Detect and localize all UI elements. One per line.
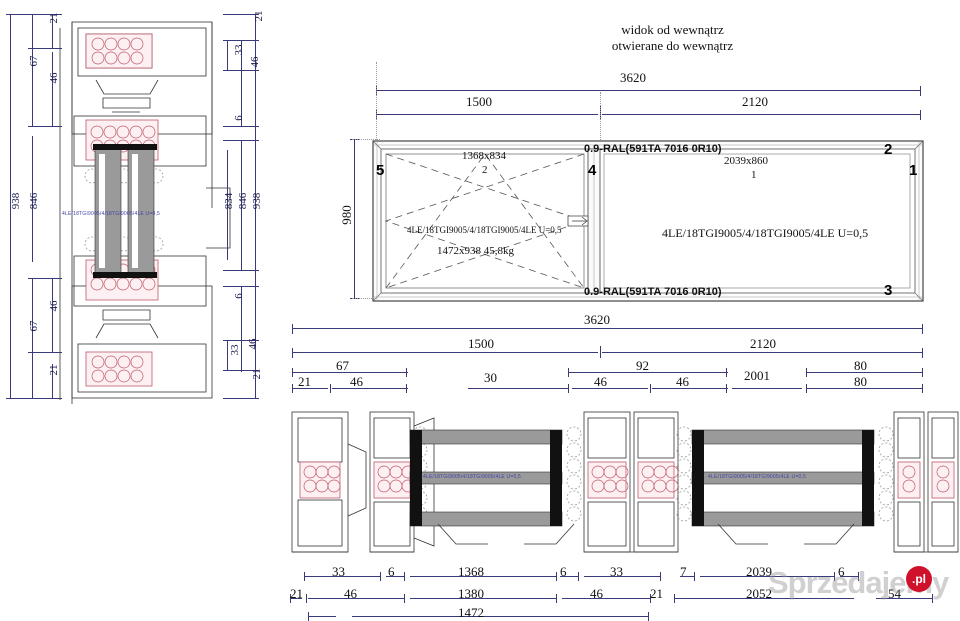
- right-dim-33-top: 33: [233, 44, 245, 56]
- dim-2120-bottom: 2120: [750, 336, 776, 351]
- dim-80-upper: 80: [854, 358, 867, 373]
- bottom-section-glass-spec-right: 4LE/18TGI9005/4/18TGI9005/4LE U=0,5: [708, 474, 807, 480]
- bs-dim-7: 7: [680, 564, 687, 579]
- frame-marker-3: 3: [884, 282, 893, 299]
- bottom-section-dim-chain: 33 6 1368 6 33 7 2039 6 21 46 1380 46 21…: [288, 562, 960, 621]
- dim-30: 30: [484, 370, 497, 385]
- right-dim-834: 834: [223, 192, 235, 210]
- left-section-profile-svg: [59, 21, 231, 404]
- title-line-2: otwierane do wewnątrz: [611, 38, 734, 53]
- bs-dim-2052: 2052: [746, 586, 772, 601]
- title-line-1: widok od wewnątrz: [621, 22, 724, 37]
- left-sash-position-no: 2: [482, 164, 488, 176]
- dim-80-lower: 80: [854, 374, 867, 389]
- bs-dim-21-left: 21: [290, 586, 303, 601]
- dim-21-row4: 21: [298, 374, 311, 389]
- right-sash-position-no: 1: [751, 169, 757, 181]
- ral-label-top: 0.9-RAL(591TA 7016 0R10): [584, 143, 722, 155]
- right-dim-938: 938: [251, 192, 263, 210]
- window-elevation: 0.9-RAL(591TA 7016 0R10) 0.9-RAL(591TA 7…: [372, 140, 924, 302]
- left-sash-glass-spec: 4LE/18TGI9005/4/18TGI9005/4LE U=0,5: [407, 225, 562, 235]
- left-dim-46-top: 46: [48, 72, 60, 84]
- bs-dim-33-left: 33: [332, 564, 345, 579]
- left-dim-846: 846: [28, 192, 40, 210]
- left-dim-21-bottom: 21: [48, 364, 60, 376]
- ral-label-bottom: 0.9-RAL(591TA 7016 0R10): [584, 286, 722, 298]
- bs-dim-54: 54: [888, 586, 901, 601]
- frame-marker-5: 5: [376, 162, 385, 179]
- elevation-bottom-dim-chain: 3620 1500 2120 67 92 80: [288, 312, 928, 393]
- dim-980: 980: [339, 205, 354, 225]
- left-dim-outer-938: 938: [10, 192, 22, 210]
- right-dim-6-bottom: 6: [233, 293, 245, 299]
- left-dim-67-bottom: 67: [28, 320, 40, 332]
- bs-dim-33-right: 33: [610, 564, 623, 579]
- right-dim-21-top: 21: [253, 10, 265, 22]
- right-sash-glass-size: 2039x860: [724, 155, 768, 167]
- left-section-dim-ladder-right: 21 33 46 6 834 846 938 6 33 46 21: [215, 0, 277, 410]
- bs-dim-6-c: 6: [838, 564, 845, 579]
- left-vertical-section: 4LE/18TGI9005/4/18TGI9005/4LE U=0,5: [0, 8, 275, 408]
- drawing-title: widok od wewnątrz otwierane do wewnątrz: [565, 22, 780, 54]
- dim-overall-3620-bottom: 3620: [584, 312, 610, 327]
- left-section-glass-spec: 4LE/18TGI9005/4/18TGI9005/4LE U=0,5: [62, 211, 161, 217]
- left-section-dim-ladder-left: 938 846 67 67 21 46 46 21: [0, 0, 70, 410]
- bs-dim-6-b: 6: [560, 564, 567, 579]
- watermark-badge: .pl: [906, 566, 932, 592]
- frame-marker-4: 4: [588, 162, 597, 179]
- dim-2001: 2001: [744, 368, 770, 383]
- bs-dim-46-right: 46: [590, 586, 603, 601]
- dim-1500-bottom: 1500: [468, 336, 494, 351]
- right-dim-21-bottom: 21: [251, 368, 263, 380]
- bs-dim-46-left: 46: [344, 586, 357, 601]
- dim-2120-top: 2120: [742, 94, 768, 109]
- dim-1500-top: 1500: [466, 94, 492, 109]
- dim-overall-3620-top: 3620: [620, 70, 646, 85]
- bs-dim-21-right: 21: [650, 586, 663, 601]
- right-dim-6-top: 6: [233, 115, 245, 121]
- left-sash-glass-size: 1368x834: [462, 150, 506, 162]
- right-sash-glass-spec: 4LE/18TGI9005/4/18TGI9005/4LE U=0,5: [662, 226, 869, 240]
- bottom-section-profile-svg: [291, 411, 959, 553]
- left-dim-67-top: 67: [28, 55, 40, 67]
- elevation-top-dim-chain: 3620 1500 2120: [370, 62, 930, 122]
- left-dim-46-bottom: 46: [48, 300, 60, 312]
- elevation-svg: [372, 140, 924, 302]
- bs-dim-2039: 2039: [746, 564, 772, 579]
- frame-marker-2: 2: [884, 141, 893, 158]
- right-dim-846: 846: [237, 192, 249, 210]
- bs-dim-6-a: 6: [388, 564, 395, 579]
- right-dim-46-top: 46: [249, 56, 261, 68]
- bottom-section-glass-spec-left: 4LE/18TGI9005/4/18TGI9005/4LE U=0,5: [423, 474, 522, 480]
- dim-67: 67: [336, 358, 349, 373]
- left-dim-21-top: 21: [48, 12, 60, 24]
- bs-dim-1368: 1368: [458, 564, 484, 579]
- dim-92: 92: [636, 358, 649, 373]
- dim-46-a: 46: [350, 374, 363, 389]
- right-dim-33-bottom: 33: [229, 344, 241, 356]
- frame-marker-1: 1: [909, 162, 918, 179]
- bs-dim-1380: 1380: [458, 586, 484, 601]
- dim-46-c: 46: [676, 374, 689, 389]
- dim-46-b: 46: [594, 374, 607, 389]
- bs-dim-1472: 1472: [458, 605, 484, 620]
- left-sash-size-weight: 1472x938 45,8kg: [437, 245, 514, 257]
- bottom-horizontal-section: 4LE/18TGI9005/4/18TGI9005/4LE U=0,5 4LE/…: [288, 404, 960, 560]
